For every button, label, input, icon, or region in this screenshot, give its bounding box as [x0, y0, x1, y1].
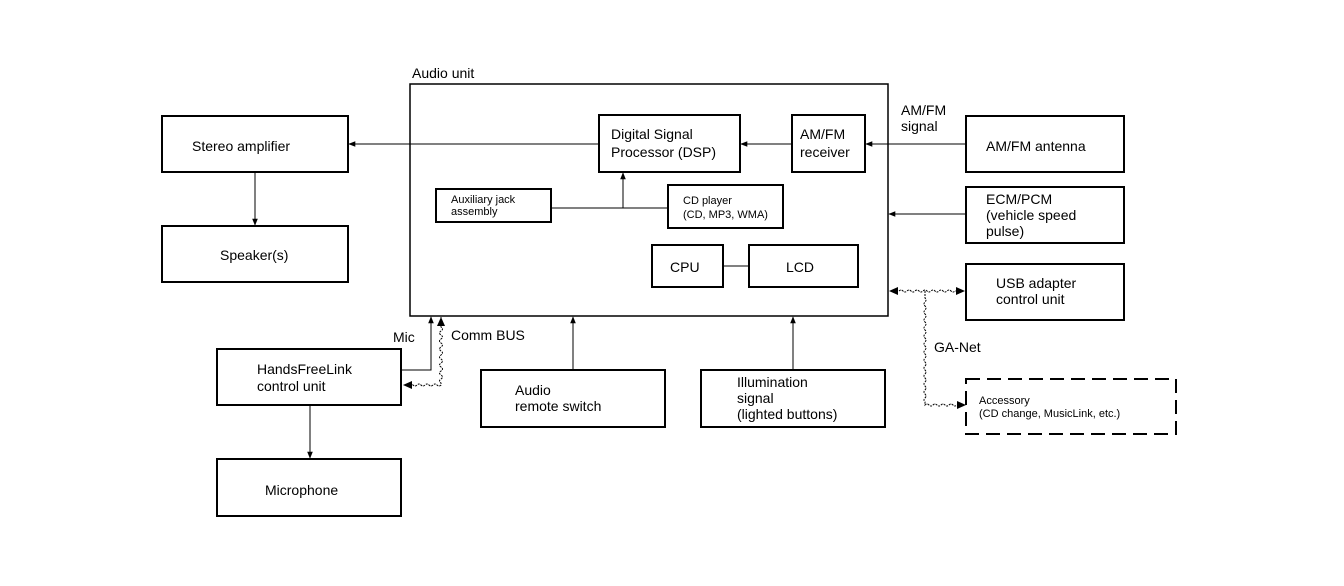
- audio-unit-box: [409, 83, 889, 317]
- handsfreelink-label-2: control unit: [257, 378, 326, 394]
- ga-net-arrowhead-audio: [889, 287, 898, 295]
- comm-bus-arrowhead-left: [403, 381, 412, 389]
- am-fm-signal-label-2: signal: [901, 118, 938, 134]
- accessory-box: [965, 378, 1177, 435]
- accessory-label-1: Accessory: [979, 395, 1030, 407]
- ga-net-arrowhead-accessory: [957, 401, 966, 409]
- ecm-pcm-box: [965, 186, 1125, 244]
- illumination-label-1: Illumination: [737, 374, 808, 390]
- comm-bus-label: Comm BUS: [451, 327, 525, 343]
- illumination-label-3: (lighted buttons): [737, 406, 837, 422]
- audio-remote-label-2: remote switch: [515, 398, 601, 414]
- handsfreelink-box: [216, 348, 402, 406]
- audio-unit-title: Audio unit: [412, 65, 474, 81]
- mic-arrow: [402, 316, 434, 371]
- comm-bus-line: [403, 317, 443, 387]
- aux-jack-label-1: Auxiliary jack: [451, 194, 516, 206]
- microphone-box: [216, 458, 402, 517]
- ga-net-arrowhead-usb: [956, 287, 965, 295]
- comm-bus-arrowhead-top: [437, 317, 445, 326]
- ga-net-accessory-line: [923, 291, 958, 407]
- ecm-pcm-label-3: pulse): [986, 223, 1024, 239]
- aux-jack-label-2: assembly: [451, 206, 498, 218]
- speakers-box: [161, 225, 349, 283]
- handsfreelink-label-1: HandsFreeLink: [257, 361, 353, 377]
- receiver-label-2: receiver: [800, 144, 850, 160]
- illumination-label-2: signal: [737, 390, 774, 406]
- dsp-label-1: Digital Signal: [611, 126, 693, 142]
- usb-adapter-label-2: control unit: [996, 291, 1065, 307]
- aux-jack-box: [435, 188, 552, 223]
- cd-player-label-1: CD player: [683, 195, 732, 207]
- mic-label: Mic: [393, 329, 415, 345]
- accessory-label-2: (CD change, MusicLink, etc.): [979, 408, 1120, 420]
- microphone-label: Microphone: [265, 482, 338, 498]
- ecm-pcm-label-2: (vehicle speed: [986, 207, 1076, 223]
- cd-player-box: [667, 184, 784, 229]
- am-fm-antenna-label: AM/FM antenna: [986, 138, 1086, 154]
- ga-net-label: GA-Net: [934, 339, 981, 355]
- dsp-label-2: Processor (DSP): [611, 144, 716, 160]
- lcd-label: LCD: [786, 259, 814, 275]
- receiver-label-1: AM/FM: [800, 126, 845, 142]
- stereo-amplifier-label: Stereo amplifier: [192, 138, 290, 154]
- speakers-label: Speaker(s): [220, 247, 288, 263]
- usb-adapter-box: [965, 263, 1125, 321]
- am-fm-signal-label-1: AM/FM: [901, 102, 946, 118]
- cpu-label: CPU: [670, 259, 700, 275]
- usb-adapter-label-1: USB adapter: [996, 275, 1076, 291]
- audio-remote-label-1: Audio: [515, 382, 551, 398]
- cd-player-label-2: (CD, MP3, WMA): [683, 209, 768, 221]
- ecm-pcm-label-1: ECM/PCM: [986, 191, 1052, 207]
- ga-net-usb-line: [898, 289, 956, 293]
